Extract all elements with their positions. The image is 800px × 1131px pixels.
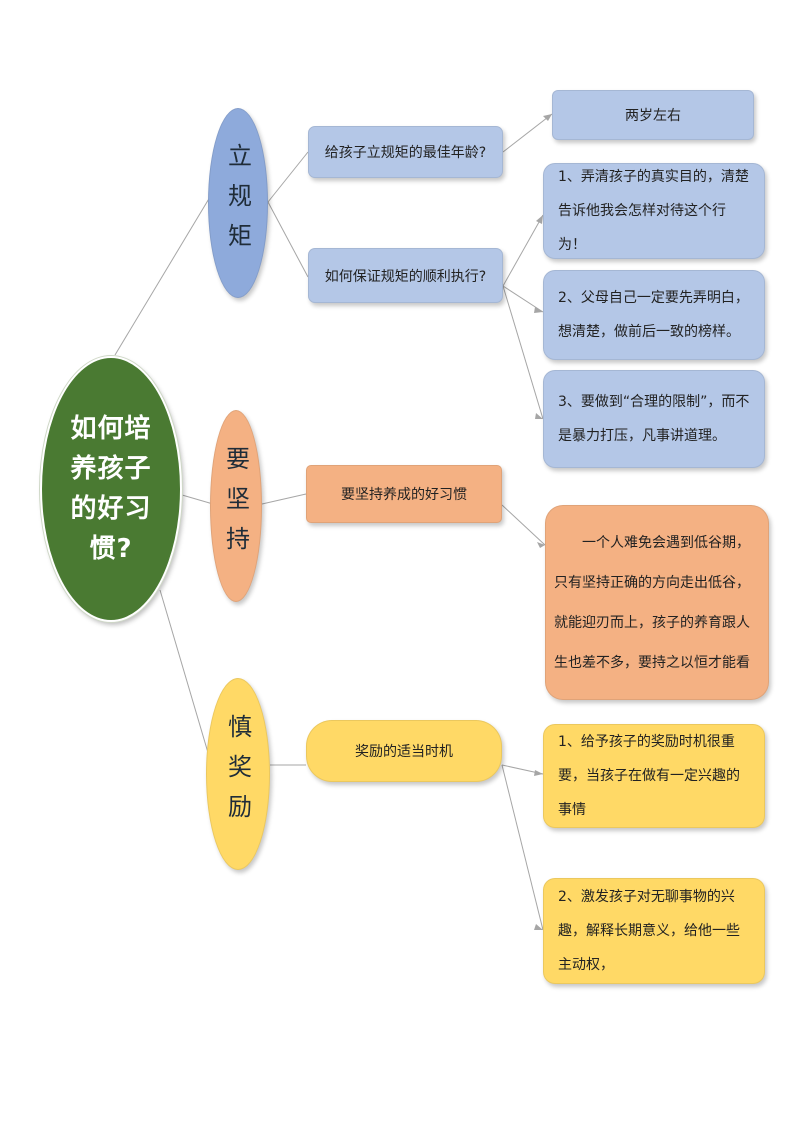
detail-age-answer: 两岁左右 [552, 90, 754, 140]
detail-rule-3: 3、要做到“合理的限制”，而不是暴力打压，凡事讲道理。 [543, 370, 765, 468]
topic-reward-timing-text: 奖励的适当时机 [355, 744, 453, 760]
arrowhead-d3 [534, 307, 543, 313]
branch-persist-label: 要坚持 [221, 446, 250, 566]
branch-persist: 要坚持 [210, 410, 262, 602]
root-title: 如何培养孩子的好习惯? [70, 414, 152, 564]
detail-rule-1: 1、弄清孩子的真实目的，清楚告诉他我会怎样对待这个行为！ [543, 163, 765, 259]
detail-persist: 一个人难免会遇到低谷期，只有坚持正确的方向走出低谷，就能迎刃而上，孩子的养育跟人… [545, 505, 769, 700]
arrowhead-d4 [535, 413, 543, 419]
topic-best-age: 给孩子立规矩的最佳年龄? [308, 126, 503, 178]
connector-q2-to-d3 [502, 285, 544, 313]
detail-persist-text: 一个人难免会遇到低谷期，只有坚持正确的方向走出低谷，就能迎刃而上，孩子的养育跟人… [554, 534, 750, 671]
detail-age-answer-text: 两岁左右 [625, 108, 681, 124]
branch-rules-label: 立规矩 [223, 143, 252, 263]
connector-q3-to-d5 [501, 504, 546, 546]
detail-rule-3-text: 3、要做到“合理的限制”，而不是暴力打压，凡事讲道理。 [558, 394, 750, 444]
detail-reward-2: 2、激发孩子对无聊事物的兴趣，解释长期意义，给他一些主动权， [543, 878, 765, 984]
detail-reward-1: 1、给予孩子的奖励时机很重要，当孩子在做有一定兴趣的事情 [543, 724, 765, 828]
connector-root-to-reward [159, 589, 215, 774]
arrowhead-q1 [543, 114, 552, 121]
detail-rule-2: 2、父母自己一定要先弄明白，想清楚，做前后一致的榜样。 [543, 270, 765, 360]
topic-persist-habit: 要坚持养成的好习惯 [306, 465, 502, 523]
connector-q1-to-d1 [502, 113, 553, 153]
topic-reward-timing: 奖励的适当时机 [306, 720, 502, 782]
connector-q2-to-d2 [502, 214, 544, 287]
connector-root-to-rules [114, 186, 217, 356]
connector-q4-to-d7 [501, 764, 544, 931]
branch-reward: 慎奖励 [206, 678, 270, 870]
branch-rules: 立规矩 [208, 108, 268, 298]
detail-reward-2-text: 2、激发孩子对无聊事物的兴趣，解释长期意义，给他一些主动权， [558, 889, 740, 973]
arrowhead-d7 [534, 924, 543, 930]
detail-reward-1-text: 1、给予孩子的奖励时机很重要，当孩子在做有一定兴趣的事情 [558, 734, 740, 818]
arrowhead-d2 [536, 215, 543, 224]
arrowhead-d5 [537, 542, 545, 548]
detail-rule-2-text: 2、父母自己一定要先弄明白，想清楚，做前后一致的榜样。 [558, 290, 749, 340]
detail-rule-1-text: 1、弄清孩子的真实目的，清楚告诉他我会怎样对待这个行为！ [558, 169, 749, 253]
topic-ensure-execution-text: 如何保证规矩的顺利执行? [324, 268, 487, 285]
connector-rules-to-q2 [267, 201, 309, 278]
branch-reward-label: 慎奖励 [223, 714, 252, 834]
connector-persist-to-q3 [261, 493, 307, 505]
arrowhead-d6 [534, 770, 543, 776]
connector-rules-to-q1 [267, 151, 309, 203]
topic-ensure-execution: 如何保证规矩的顺利执行? [308, 248, 503, 303]
topic-best-age-text: 给孩子立规矩的最佳年龄? [324, 145, 487, 161]
root-node: 如何培养孩子的好习惯? [40, 356, 182, 622]
connector-q2-to-d4 [502, 285, 544, 420]
topic-persist-habit-text: 要坚持养成的好习惯 [341, 487, 467, 503]
